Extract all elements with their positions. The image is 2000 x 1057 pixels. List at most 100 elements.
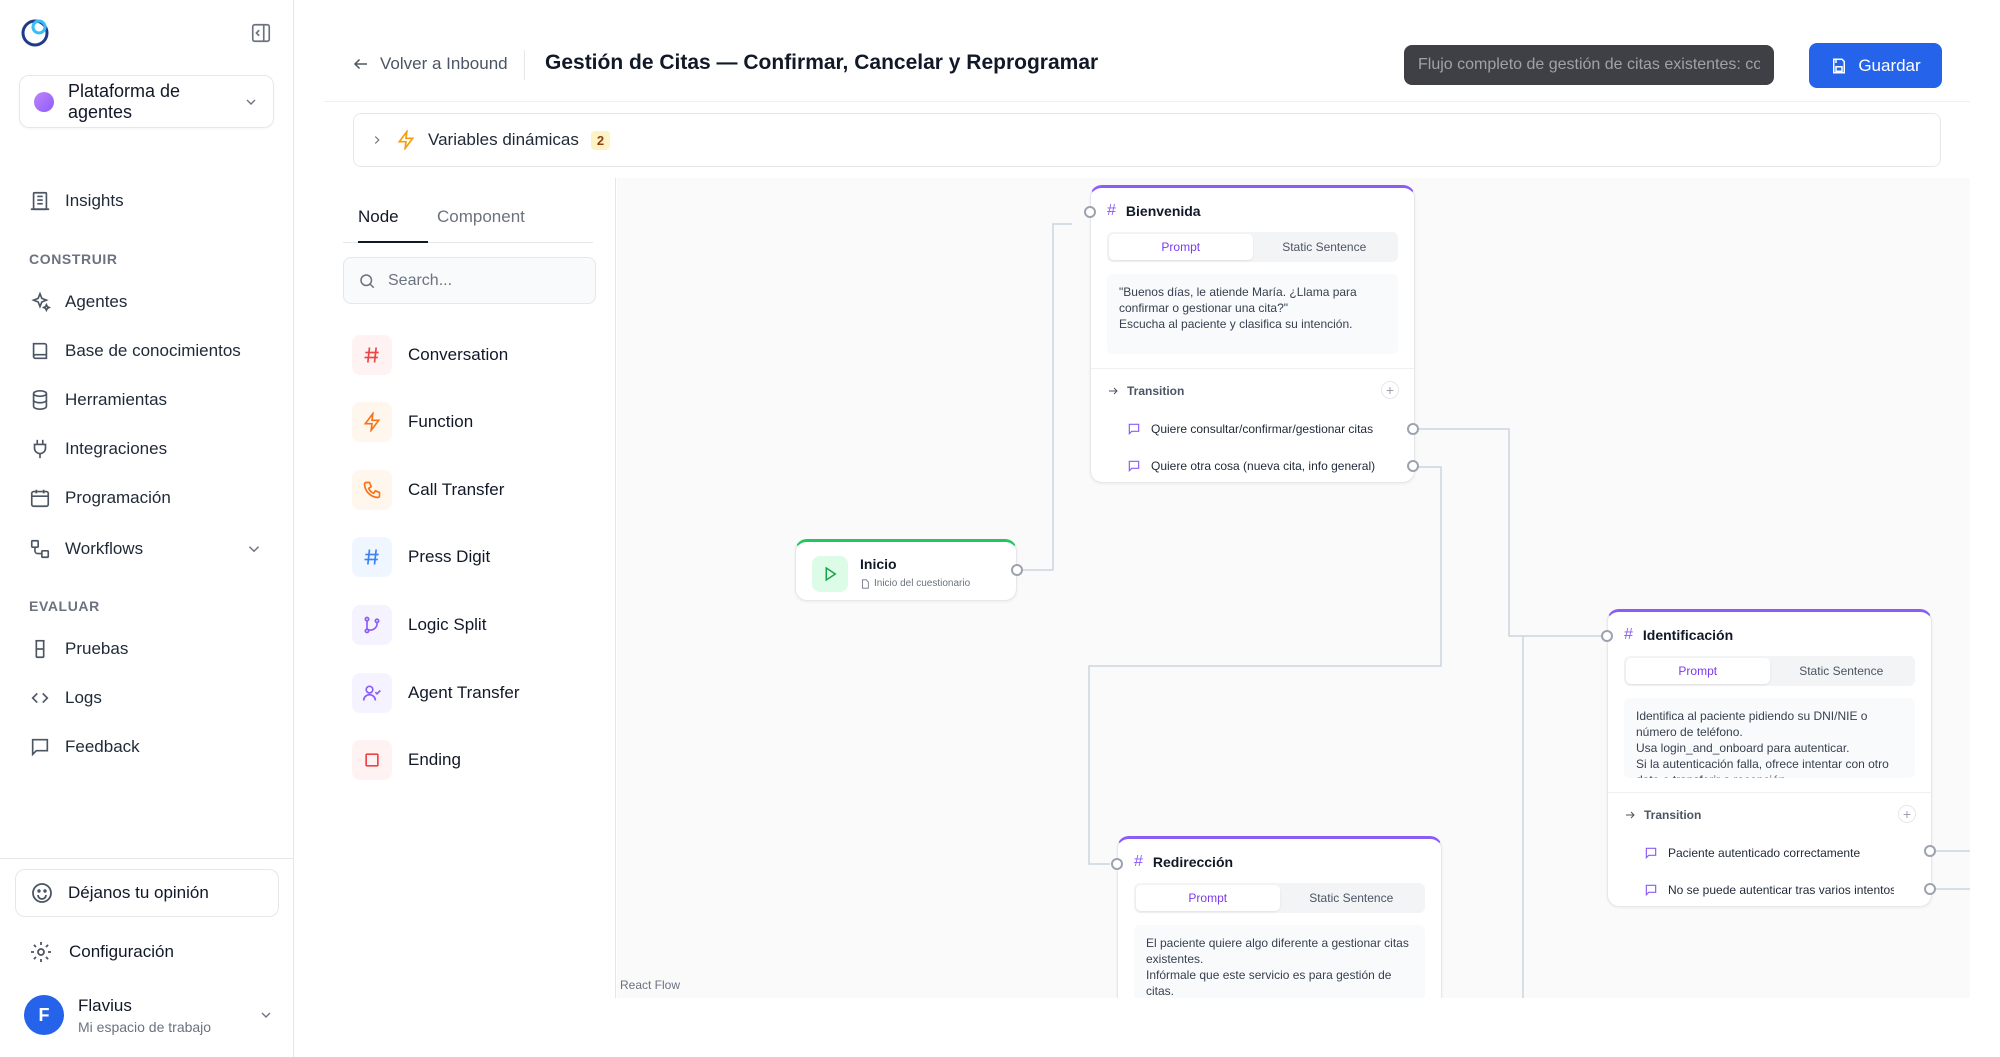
nav-scheduling[interactable]: Programación xyxy=(29,485,171,511)
file-icon xyxy=(862,578,869,589)
dynamic-variables-bar[interactable]: Variables dinámicas 2 xyxy=(353,113,1941,167)
phone-icon xyxy=(352,470,392,510)
node-input-handle[interactable] xyxy=(1084,206,1096,218)
node-title-text: Identificación xyxy=(1642,627,1734,643)
workspace-select[interactable]: Plataforma de agentes xyxy=(19,75,274,128)
sidebar-divider xyxy=(0,858,294,859)
add-transition-button[interactable]: + xyxy=(1381,381,1399,399)
start-node[interactable]: Inicio Inicio del cuestionario xyxy=(795,539,1017,601)
lightning-icon xyxy=(397,130,415,150)
tab-static-sentence[interactable]: Static Sentence xyxy=(1282,240,1367,254)
tab-component[interactable]: Component xyxy=(437,207,525,243)
node-output-handle[interactable] xyxy=(1407,460,1419,472)
divider xyxy=(1091,368,1414,369)
palette-item-label: Conversation xyxy=(408,345,509,364)
chevron-down-icon xyxy=(261,1012,271,1018)
header-border xyxy=(324,101,1970,102)
back-link[interactable]: Volver a Inbound xyxy=(352,54,508,74)
palette-item-function[interactable]: Function xyxy=(352,402,473,442)
transition-label: Transition xyxy=(1127,384,1185,398)
message-square-icon xyxy=(1645,847,1657,860)
node-input-handle[interactable] xyxy=(1601,630,1613,642)
react-flow-attribution[interactable]: React Flow xyxy=(620,978,681,992)
nav-knowledge-base[interactable]: Base de conocimientos xyxy=(29,338,241,364)
nav-tests[interactable]: Pruebas xyxy=(29,636,128,662)
node-output-handle[interactable] xyxy=(1924,845,1936,857)
node-bienvenida[interactable]: #Bienvenida Prompt Static Sentence "Buen… xyxy=(1090,185,1415,483)
nav-agents[interactable]: Agentes xyxy=(29,289,127,315)
node-identificacion[interactable]: #Identificación Prompt Static Sentence I… xyxy=(1607,609,1932,907)
section-build: CONSTRUIR xyxy=(29,251,118,267)
palette-item-call-transfer[interactable]: Call Transfer xyxy=(352,470,504,510)
tab-label: Node xyxy=(358,207,399,226)
nav-label: Programación xyxy=(65,488,171,507)
nav-integrations[interactable]: Integraciones xyxy=(29,436,167,462)
nav-feedback[interactable]: Feedback xyxy=(29,734,140,760)
collapse-sidebar-icon[interactable] xyxy=(250,22,272,44)
node-title-text: Bienvenida xyxy=(1125,203,1201,219)
palette-item-ending[interactable]: Ending xyxy=(352,740,461,780)
nav-logs[interactable]: Logs xyxy=(29,685,102,711)
prompt-text[interactable]: El paciente quiere algo diferente a gest… xyxy=(1134,925,1425,998)
prompt-text[interactable]: Identifica al paciente pidiendo su DNI/N… xyxy=(1624,698,1915,778)
node-mode-toggle: Prompt Static Sentence xyxy=(1624,656,1915,686)
palette-search[interactable] xyxy=(343,257,596,304)
sidebar: Plataforma de agentes Insights CONSTRUIR… xyxy=(0,0,294,1057)
search-input[interactable] xyxy=(388,271,578,290)
node-output-handle[interactable] xyxy=(1924,883,1936,895)
header-divider xyxy=(524,50,525,80)
smile-icon xyxy=(32,883,52,903)
add-transition-button[interactable]: + xyxy=(1898,805,1916,823)
prompt-text[interactable]: "Buenos días, le atiende María. ¿Llama p… xyxy=(1107,274,1398,354)
flow-canvas[interactable]: Inicio Inicio del cuestionario #Bienveni… xyxy=(617,178,1970,998)
code-icon xyxy=(31,692,49,704)
chevron-down-icon[interactable] xyxy=(245,540,263,558)
palette-item-agent-transfer[interactable]: Agent Transfer xyxy=(352,673,520,713)
feedback-cta-button[interactable]: Déjanos tu opinión xyxy=(15,869,279,917)
node-mode-toggle: Prompt Static Sentence xyxy=(1107,232,1398,262)
app-logo-icon[interactable] xyxy=(19,15,53,49)
node-output-handle[interactable] xyxy=(1407,423,1419,435)
gear-icon xyxy=(31,942,51,962)
user-menu[interactable]: F Flavius Mi espacio de trabajo xyxy=(24,993,274,1037)
transition-item[interactable]: Quiere otra cosa (nueva cita, info gener… xyxy=(1127,459,1377,473)
section-evaluate: EVALUAR xyxy=(29,598,100,614)
page-title: Gestión de Citas — Confirmar, Cancelar y… xyxy=(545,51,1099,74)
transition-text: Paciente autenticado correctamente xyxy=(1668,846,1861,860)
tab-node[interactable]: Node xyxy=(358,207,428,243)
start-node-title: Inicio xyxy=(860,556,897,572)
node-redireccion[interactable]: #Redirección Prompt Static Sentence El p… xyxy=(1117,836,1442,998)
palette-item-press-digit[interactable]: Press Digit xyxy=(352,537,490,577)
palette-item-logic-split[interactable]: Logic Split xyxy=(352,605,486,645)
page-header: Volver a Inbound Gestión de Citas — Conf… xyxy=(324,38,1944,94)
nav-label: Integraciones xyxy=(65,439,168,458)
nav-workflows[interactable]: Workflows xyxy=(29,536,143,562)
node-input-handle[interactable] xyxy=(1111,858,1123,870)
dynamic-variables-label: Variables dinámicas xyxy=(428,130,579,149)
nav-tools[interactable]: Herramientas xyxy=(29,387,167,413)
transition-text: No se puede autenticar tras varios inten… xyxy=(1668,883,1894,897)
start-node-subtitle: Inicio del cuestionario xyxy=(860,578,970,589)
hash-icon xyxy=(352,537,392,577)
nav-insights[interactable]: Insights xyxy=(29,188,124,214)
tab-static-sentence[interactable]: Static Sentence xyxy=(1799,664,1884,678)
transition-item[interactable]: No se puede autenticar tras varios inten… xyxy=(1644,883,1894,897)
save-button[interactable]: Guardar xyxy=(1809,43,1942,88)
tab-prompt[interactable]: Prompt xyxy=(1136,885,1280,911)
workspace-label: Plataforma de agentes xyxy=(68,80,181,122)
description-input[interactable] xyxy=(1404,45,1774,85)
tab-prompt[interactable]: Prompt xyxy=(1109,234,1253,260)
tab-prompt[interactable]: Prompt xyxy=(1626,658,1770,684)
tab-static-sentence[interactable]: Static Sentence xyxy=(1309,891,1394,905)
start-node-handle[interactable] xyxy=(1011,564,1023,576)
transition-item[interactable]: Paciente autenticado correctamente xyxy=(1644,846,1894,860)
user-workspace: Mi espacio de trabajo xyxy=(78,1018,212,1035)
back-link-label: Volver a Inbound xyxy=(380,54,508,73)
tab-label: Component xyxy=(437,207,525,226)
transition-item[interactable]: Quiere consultar/confirmar/gestionar cit… xyxy=(1127,422,1377,436)
hash-icon xyxy=(352,335,392,375)
nav-label: Herramientas xyxy=(65,390,168,409)
palette-item-label: Logic Split xyxy=(408,615,487,634)
palette-item-conversation[interactable]: Conversation xyxy=(352,335,508,375)
nav-settings[interactable]: Configuración xyxy=(29,940,174,964)
